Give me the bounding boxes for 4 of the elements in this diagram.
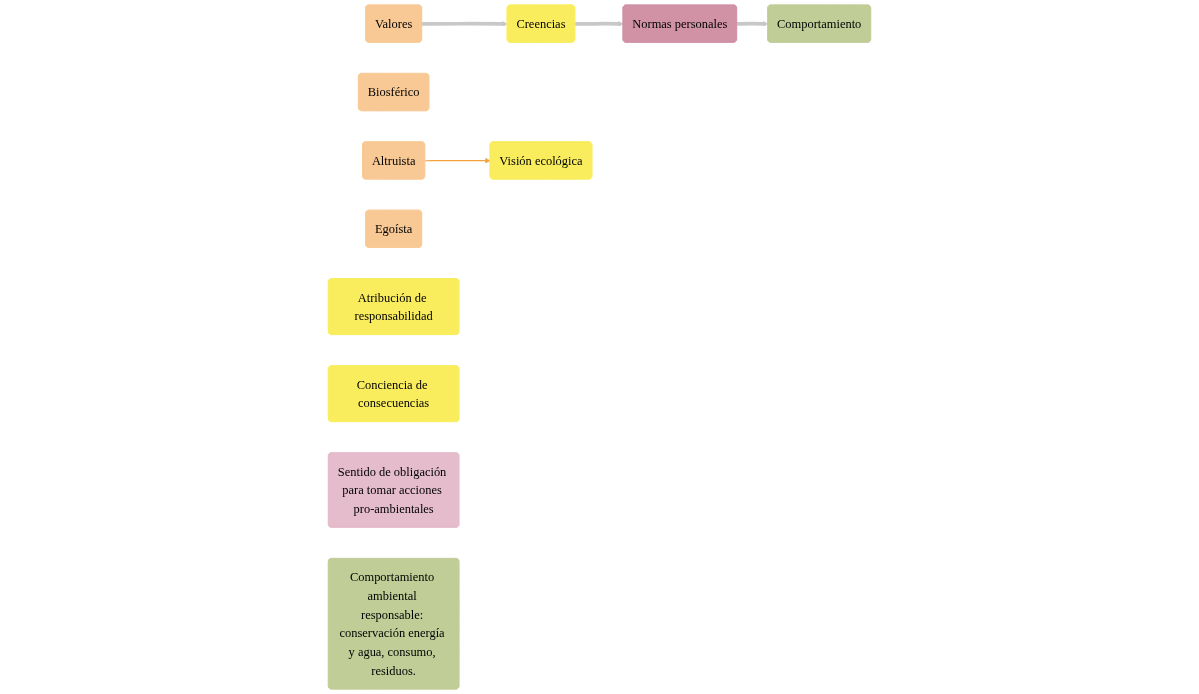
arrow <box>421 21 508 27</box>
arrow <box>575 21 624 27</box>
arrow <box>424 157 491 164</box>
arrow <box>736 21 769 27</box>
